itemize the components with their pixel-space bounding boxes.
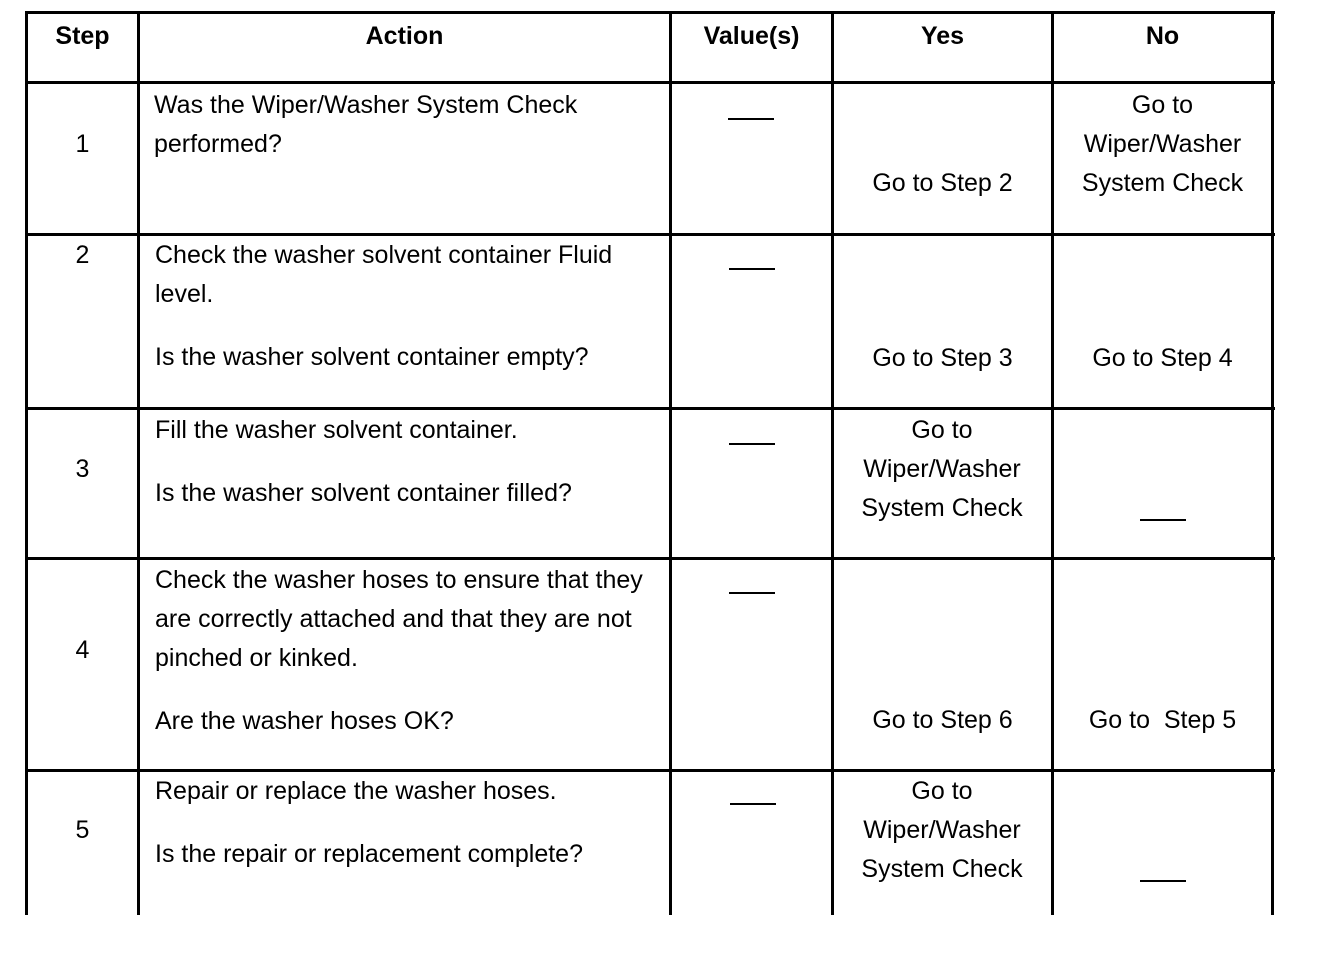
column-divider — [669, 11, 672, 915]
column-divider — [1051, 11, 1054, 915]
header-no: No — [1145, 22, 1180, 50]
value-blank — [729, 592, 775, 594]
step-number: 4 — [75, 636, 90, 664]
step-number: 1 — [75, 130, 90, 158]
yes-cell: Go to Wiper/Washer System Check — [861, 777, 1023, 883]
action-question: Is the washer solvent container empty? — [155, 343, 589, 371]
action-question: Is the washer solvent container filled? — [155, 479, 572, 507]
header-step: Step — [55, 22, 110, 50]
yes-cell: Go to Step 6 — [872, 706, 1013, 734]
step-number: 3 — [75, 455, 90, 483]
row-divider — [25, 769, 1275, 772]
table-border-right — [1271, 11, 1274, 915]
no-cell: Go to Step 4 — [1092, 344, 1233, 372]
row-divider — [25, 233, 1275, 236]
header-action: Action — [365, 22, 444, 50]
action-text: Was the Wiper/Washer System Check perfor… — [154, 86, 644, 164]
no-cell: Go to Step 5 — [1088, 706, 1237, 734]
header-values: Value(s) — [703, 22, 800, 50]
yes-cell: Go to Step 3 — [872, 344, 1013, 372]
action-paragraph: Was the Wiper/Washer System Check perfor… — [154, 91, 578, 158]
no-blank — [1140, 519, 1186, 521]
action-paragraph: Fill the washer solvent container. — [155, 416, 518, 444]
column-divider — [831, 11, 834, 915]
no-blank — [1140, 880, 1186, 882]
diagnostic-table: Step Action Value(s) Yes No 1 Was the Wi… — [25, 11, 1275, 915]
step-number: 2 — [75, 241, 90, 269]
action-question: Is the repair or replacement complete? — [155, 840, 583, 868]
action-text: Check the washer solvent container Fluid… — [155, 236, 635, 377]
table-border-top — [25, 11, 1275, 14]
row-divider — [25, 557, 1275, 560]
action-paragraph: Check the washer hoses to ensure that th… — [155, 566, 643, 672]
row-divider — [25, 407, 1275, 410]
step-number: 5 — [75, 816, 90, 844]
value-blank — [729, 443, 775, 445]
value-blank — [729, 268, 775, 270]
action-text: Repair or replace the washer hoses. Is t… — [155, 772, 645, 874]
action-paragraph: Repair or replace the washer hoses. — [155, 777, 557, 805]
action-text: Fill the washer solvent container. Is th… — [155, 411, 645, 513]
yes-cell: Go to Wiper/Washer System Check — [861, 416, 1023, 522]
table-border-left — [25, 11, 28, 915]
value-blank — [728, 118, 774, 120]
yes-cell: Go to Step 2 — [872, 169, 1013, 197]
no-cell: Go to Wiper/Washer System Check — [1081, 91, 1244, 197]
action-paragraph: Check the washer solvent container Fluid… — [155, 241, 613, 308]
column-divider — [137, 11, 140, 915]
value-blank — [730, 803, 776, 805]
header-yes: Yes — [920, 22, 965, 50]
action-text: Check the washer hoses to ensure that th… — [155, 561, 645, 741]
action-question: Are the washer hoses OK? — [155, 707, 454, 735]
row-divider — [25, 81, 1275, 84]
